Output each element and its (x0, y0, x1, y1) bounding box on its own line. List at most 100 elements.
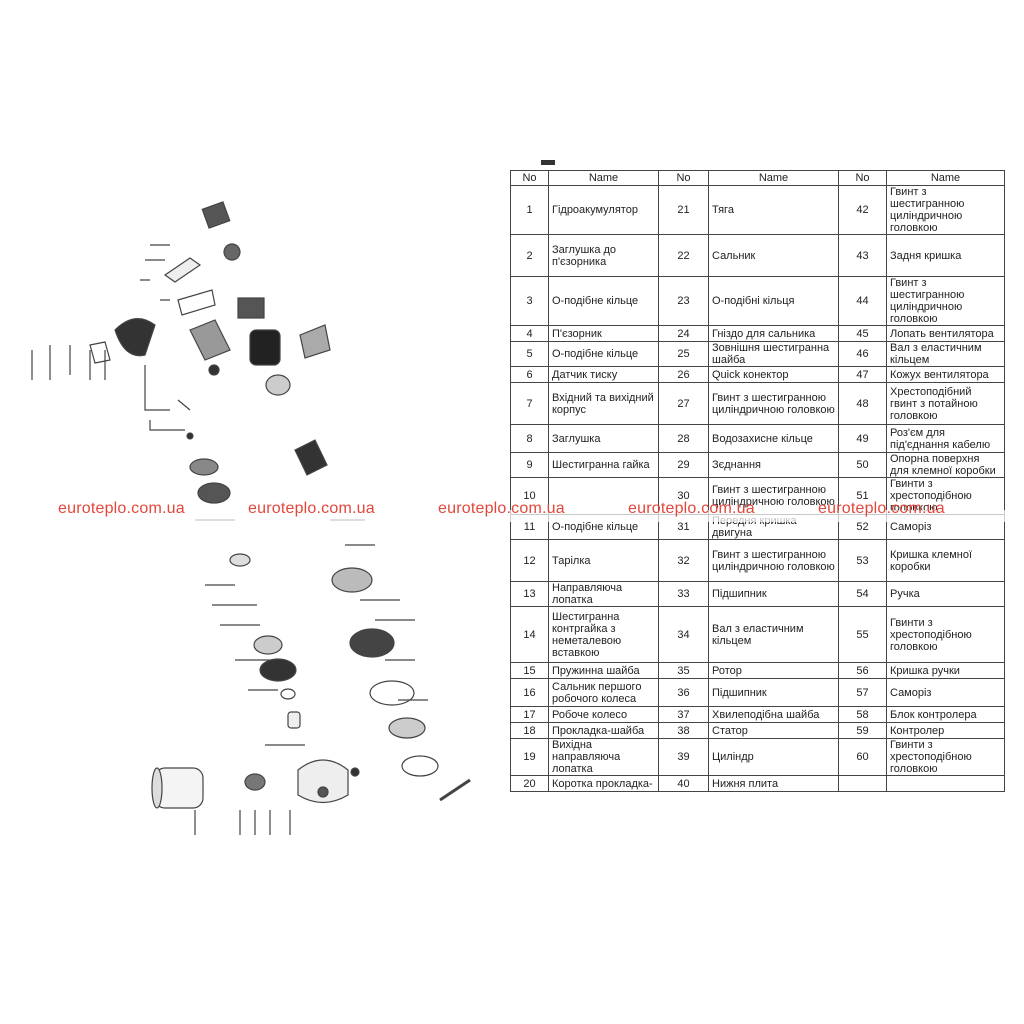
cell-part-name: Статор (708, 722, 839, 739)
cell-number: 45 (838, 325, 887, 342)
cell-part-name: Циліндр (708, 738, 839, 776)
header-name-1: Name (548, 170, 659, 186)
cell-part-name: Тарілка (548, 539, 659, 582)
cell-part-name: Кожух вентилятора (886, 366, 1005, 383)
cell-part-name: Робоче колесо (548, 706, 659, 723)
cell-part-name: Вхідний та вихідний корпус (548, 382, 659, 425)
cell-number: 39 (658, 738, 709, 776)
cell-part-name: Блок контролера (886, 706, 1005, 723)
cell-part-name: Заглушка (548, 424, 659, 453)
cell-part-name (886, 775, 1005, 792)
cell-part-name: О-подібні кільця (708, 276, 839, 326)
cell-part-name: Датчик тиску (548, 366, 659, 383)
cell-part-name: Гвинти з хрестоподібною головкою (886, 606, 1005, 663)
cell-number: 42 (838, 185, 887, 235)
table-header-row: No Name No Name No Name (510, 170, 1005, 186)
cell-number: 8 (510, 424, 549, 453)
watermark-1: euroteplo.com.ua (58, 500, 185, 517)
cell-part-name: Зєднання (708, 452, 839, 478)
cell-part-name: Водозахисне кільце (708, 424, 839, 453)
cell-part-name: Саморіз (886, 678, 1005, 707)
cell-number: 20 (510, 775, 549, 792)
cell-part-name: Підшипник (708, 678, 839, 707)
cell-part-name: Направляюча лопатка (548, 581, 659, 607)
cell-part-name: Кришка ручки (886, 662, 1005, 679)
cell-part-name (548, 477, 659, 515)
cell-part-name: Вал з еластичним кільцем (886, 341, 1005, 367)
cell-number: 51 (838, 477, 887, 515)
header-name-3: Name (886, 170, 1005, 186)
cell-part-name: Гвинт з шестигранною циліндричною головк… (708, 382, 839, 425)
cell-part-name: Гідроакумулятор (548, 185, 659, 235)
cell-part-name: Гвинти з хрестоподібною головкою (886, 738, 1005, 776)
cell-part-name: Гвинт з шестигранною циліндричною головк… (708, 477, 839, 515)
cell-number: 23 (658, 276, 709, 326)
cell-part-name: Задня кришка (886, 234, 1005, 277)
watermark-2: euroteplo.com.ua (248, 500, 375, 517)
cell-part-name: Зовнішня шестигранна шайба (708, 341, 839, 367)
cell-part-name: Гвинт з шестигранною циліндричною головк… (708, 539, 839, 582)
cell-part-name: Контролер (886, 722, 1005, 739)
cell-number: 33 (658, 581, 709, 607)
cell-number: 36 (658, 678, 709, 707)
header-no-2: No (658, 170, 709, 186)
cell-part-name: Хвилеподібна шайба (708, 706, 839, 723)
cell-part-name: Пружинна шайба (548, 662, 659, 679)
cell-number: 46 (838, 341, 887, 367)
cell-number: 35 (658, 662, 709, 679)
cell-number: 19 (510, 738, 549, 776)
cell-number (838, 775, 887, 792)
cell-part-name: Кришка клемної коробки (886, 539, 1005, 582)
cell-number: 2 (510, 234, 549, 277)
cell-number: 3 (510, 276, 549, 326)
cell-number: 10 (510, 477, 549, 515)
cell-number: 48 (838, 382, 887, 425)
cell-number: 38 (658, 722, 709, 739)
cell-number: 49 (838, 424, 887, 453)
table-marker (541, 160, 555, 165)
cell-number: 55 (838, 606, 887, 663)
cell-number: 24 (658, 325, 709, 342)
cell-number: 26 (658, 366, 709, 383)
cell-part-name: Опорна поверхня для клемної коробки (886, 452, 1005, 478)
cell-number: 47 (838, 366, 887, 383)
cell-number: 37 (658, 706, 709, 723)
cell-number: 57 (838, 678, 887, 707)
cell-part-name: Шестигранна гайка (548, 452, 659, 478)
cell-number: 18 (510, 722, 549, 739)
cell-part-name: Вихідна направляюча лопатка (548, 738, 659, 776)
watermark-band (0, 510, 1024, 522)
cell-number: 14 (510, 606, 549, 663)
cell-part-name: Нижня плита (708, 775, 839, 792)
cell-number: 53 (838, 539, 887, 582)
cell-number: 29 (658, 452, 709, 478)
header-no-1: No (510, 170, 549, 186)
cell-number: 34 (658, 606, 709, 663)
cell-number: 44 (838, 276, 887, 326)
cell-part-name: Коротка прокладка- (548, 775, 659, 792)
cell-number: 13 (510, 581, 549, 607)
cell-part-name: П'єзорник (548, 325, 659, 342)
watermark-4: euroteplo.com.ua (628, 500, 755, 517)
cell-part-name: Гніздо для сальника (708, 325, 839, 342)
cell-part-name: Прокладка-шайба (548, 722, 659, 739)
cell-number: 12 (510, 539, 549, 582)
cell-number: 28 (658, 424, 709, 453)
cell-number: 21 (658, 185, 709, 235)
cell-part-name: Ротор (708, 662, 839, 679)
